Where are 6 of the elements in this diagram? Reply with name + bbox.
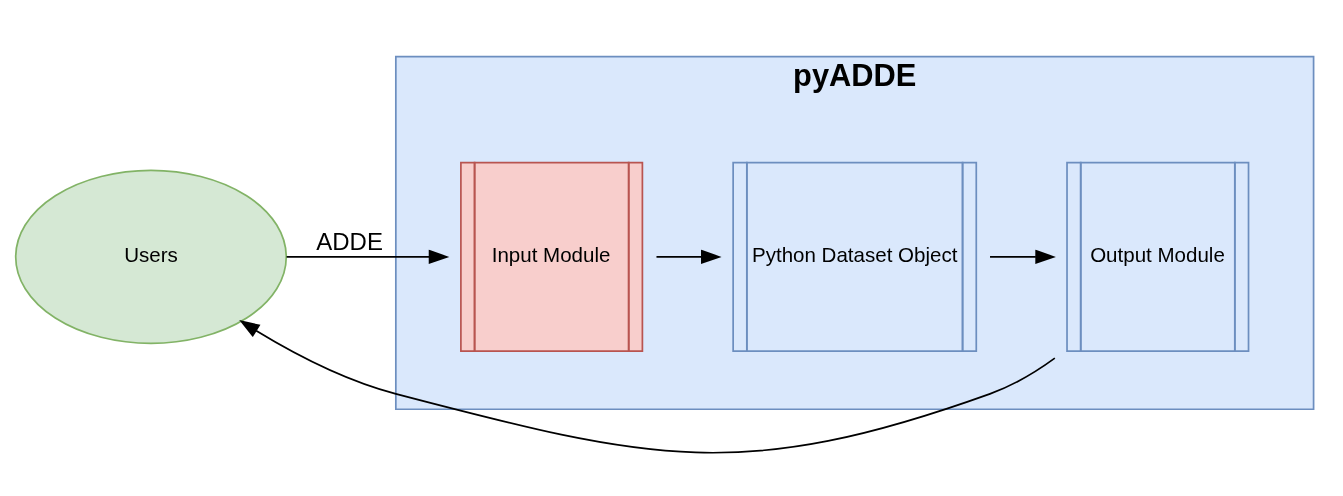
node-ellipse: Users (14, 169, 288, 345)
arrow (239, 320, 1056, 454)
arrow (989, 249, 1056, 265)
edge-label: ADDE (316, 228, 383, 256)
arrow (655, 249, 722, 265)
arrow (285, 249, 450, 265)
